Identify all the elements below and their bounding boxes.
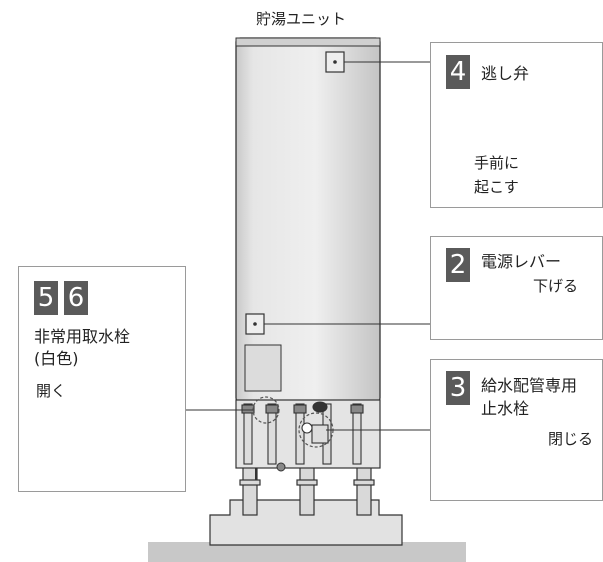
power-lever-action: 下げる: [533, 277, 579, 295]
tank-body: [235, 37, 381, 480]
step-number: 4: [446, 55, 470, 89]
step-number: 3: [446, 371, 470, 405]
action-line-1: 手前に: [474, 154, 520, 172]
step-number: 2: [446, 248, 470, 282]
emergency-tap-label-1: 非常用取水栓: [34, 327, 131, 346]
step-number: 6: [64, 281, 88, 315]
leader-lines: [186, 61, 430, 431]
supply-valve-label-1: 給水配管専用: [481, 376, 578, 395]
supply-valve-action: 閉じる: [548, 430, 594, 448]
action-line-2: 起こす: [474, 178, 519, 196]
unit-title: 貯湯ユニット: [256, 10, 347, 28]
tank-legs: [239, 464, 375, 516]
emergency-tap-action: 開く: [36, 382, 67, 400]
power-lever-label: 電源レバー: [481, 252, 562, 271]
emergency-tap-label-2: (白色): [34, 349, 79, 368]
ground-base: [148, 499, 466, 562]
tank-pipes: [241, 401, 364, 465]
relief-valve-label: 逃し弁: [481, 64, 530, 83]
supply-valve-label-2: 止水栓: [481, 399, 530, 418]
step-number: 5: [34, 281, 58, 315]
